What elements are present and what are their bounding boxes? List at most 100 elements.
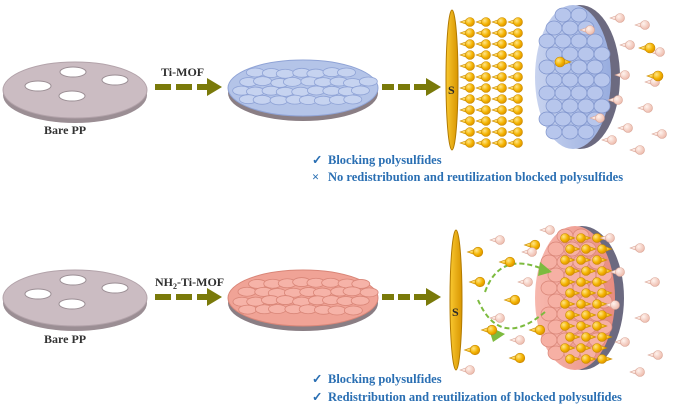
mof-flake <box>275 68 295 79</box>
light-polysulfide <box>620 70 630 80</box>
light-polysulfide <box>610 300 620 310</box>
sulfur-polysulfide <box>481 28 491 38</box>
separator-scale <box>577 98 595 114</box>
light-polysulfide <box>523 277 533 287</box>
light-polysulfide <box>635 243 645 253</box>
sulfur-polysulfide <box>481 94 491 104</box>
result-text: Blocking polysulfides <box>328 153 442 167</box>
sulfur-polysulfide <box>497 39 507 49</box>
sulfur-polysulfide <box>592 277 602 287</box>
separator-scale <box>586 59 604 75</box>
sulfur-polysulfide <box>497 116 507 126</box>
sulfur-polysulfide <box>513 138 523 148</box>
mof-flake <box>351 279 371 289</box>
mof-flake <box>252 94 272 105</box>
separator-scale <box>570 85 588 101</box>
sulfur-polysulfide <box>481 72 491 82</box>
sulfur-polysulfide <box>481 17 491 27</box>
light-polysulfide <box>635 145 645 155</box>
sulfur-polysulfide <box>592 299 602 309</box>
sulfur-polysulfide <box>597 266 607 276</box>
result-line-bottom-1: ✓Blocking polysulfides <box>312 371 442 387</box>
light-polysulfide <box>625 40 635 50</box>
result-line-bottom-2: ✓Redistribution and reutilization of blo… <box>312 389 622 405</box>
light-polysulfide <box>640 20 650 30</box>
separator-scale <box>545 72 563 88</box>
sulfur-polysulfide <box>576 255 586 265</box>
sulfur-polysulfide <box>581 354 591 364</box>
light-polysulfide <box>643 103 653 113</box>
sulfur-cathode-top <box>445 9 459 151</box>
mof-flake <box>268 304 287 314</box>
sulfur-polysulfide <box>513 83 523 93</box>
result-text: No redistribution and reutilization bloc… <box>328 170 624 184</box>
separator-scale <box>554 7 572 23</box>
sulfur-polysulfide <box>560 277 570 287</box>
sulfur-polysulfide <box>581 266 591 276</box>
light-polysulfide <box>635 367 645 377</box>
sulfur-polysulfide <box>513 116 523 126</box>
sulfur-polysulfide <box>565 332 575 342</box>
mof-flake <box>343 94 363 105</box>
sulfur-polysulfide <box>560 233 570 243</box>
sulfur-polysulfide <box>497 83 507 93</box>
cycle-arrowhead-top <box>538 262 552 276</box>
sulfur-polysulfide <box>560 299 570 309</box>
sulfur-polysulfide <box>469 344 481 356</box>
sulfur-polysulfide <box>465 94 475 104</box>
sulfur-polysulfide <box>504 256 516 268</box>
sulfur-polysulfide <box>465 105 475 115</box>
light-polysulfide <box>515 335 525 345</box>
sulfur-polysulfide <box>581 288 591 298</box>
nh2-ti-mof-label: NH2-Ti-MOF <box>155 275 224 291</box>
sulfur-polysulfide <box>481 61 491 71</box>
separator-scale <box>538 111 556 127</box>
result-line-top-2: ×No redistribution and reutilization blo… <box>312 170 623 185</box>
separator-scale <box>570 33 588 49</box>
sulfur-polysulfide <box>513 127 523 137</box>
mof-flake <box>351 85 370 96</box>
arrow-nh2-ti-mof <box>155 288 222 306</box>
separator-scale <box>561 72 579 88</box>
sulfur-label-top: S <box>448 83 455 97</box>
separator-scale <box>561 98 579 114</box>
mof-flake <box>245 67 265 78</box>
bare-pp-disc-top <box>2 61 148 123</box>
sulfur-polysulfide <box>481 127 491 137</box>
separator-scale <box>538 85 556 101</box>
polysulfides-trapped-bottom <box>560 233 613 364</box>
light-polysulfide <box>653 350 663 360</box>
mof-flake <box>342 286 362 297</box>
sulfur-polysulfide <box>465 72 475 82</box>
sulfur-polysulfide <box>481 50 491 60</box>
sulfur-polysulfide <box>565 354 575 364</box>
sulfur-polysulfide <box>565 244 575 254</box>
sulfur-polysulfide <box>560 321 570 331</box>
check-mark-icon: ✓ <box>312 153 323 167</box>
separator-scale <box>586 33 604 49</box>
mof-flake <box>321 277 341 288</box>
sulfur-polysulfide <box>513 61 523 71</box>
sulfur-polysulfide <box>513 105 523 115</box>
sulfur-polysulfide <box>560 255 570 265</box>
sulfur-polysulfide <box>497 72 507 82</box>
separator-scale <box>554 33 572 49</box>
sulfur-polysulfide <box>465 83 475 93</box>
bare-pp-label-bottom: Bare PP <box>44 332 86 346</box>
sulfur-polysulfide <box>481 39 491 49</box>
sulfur-polysulfide <box>497 127 507 137</box>
light-polysulfide <box>623 123 633 133</box>
sulfur-polysulfide <box>581 244 591 254</box>
sulfur-polysulfide <box>560 343 570 353</box>
check-mark-icon: ✓ <box>312 372 323 386</box>
separator-scale <box>577 72 595 88</box>
separator-scale <box>540 332 558 348</box>
separator-scale <box>577 124 595 140</box>
sulfur-polysulfide <box>576 343 586 353</box>
bare-pp-label-top: Bare PP <box>44 123 86 137</box>
light-polysulfide <box>545 225 555 235</box>
sulfur-polysulfide <box>513 50 523 60</box>
bare-pp-disc-bottom <box>2 269 148 331</box>
polysulfides-diffuse-bottom <box>459 225 663 377</box>
light-polysulfide <box>613 95 623 105</box>
